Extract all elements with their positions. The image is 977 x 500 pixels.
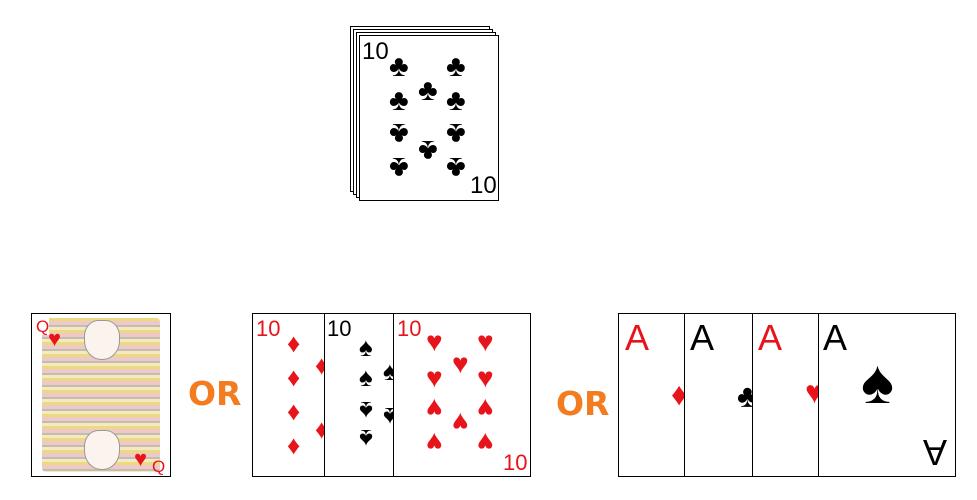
card-rank: 10 [327, 316, 352, 341]
heart-icon: ♥ [477, 326, 494, 357]
heart-icon: ♥ [477, 393, 494, 424]
card-rank-bottom: 10 [470, 172, 497, 199]
club-icon: ♣ [446, 50, 466, 83]
heart-icon: ♥ [477, 427, 494, 458]
card-edge [818, 314, 819, 476]
card-rank: A [625, 317, 650, 358]
card-rank: 10 [362, 38, 389, 65]
club-icon: ♣ [418, 74, 438, 107]
diamond-icon: ♦ [671, 376, 688, 412]
card-ten-of-spades[interactable]: 10 ♠ ♠ ♠ ♠ ♠ ♠ [325, 314, 397, 476]
heart-icon: ♥ [48, 326, 62, 351]
queen-face-bottom [84, 430, 120, 470]
heart-icon: ♥ [477, 362, 494, 393]
club-icon: ♣ [418, 134, 438, 167]
card-edge [752, 314, 753, 476]
club-icon: ♣ [389, 117, 409, 150]
heart-icon: ♥ [134, 446, 148, 471]
spade-icon: ♠ [359, 332, 373, 362]
club-icon: ♣ [389, 50, 409, 83]
card-edge [393, 314, 394, 476]
card-ten-of-hearts[interactable]: 10 ♥ ♥ ♥ ♥ ♥ ♥ ♥ ♥ ♥ ♥ 10 [394, 314, 530, 476]
club-icon: ♣ [389, 151, 409, 184]
diamond-icon: ♦ [287, 328, 301, 358]
card-rank-bottom: A [923, 432, 948, 473]
three-tens-fan[interactable]: 10 ♦ ♦ ♦ ♦ ♦ ♦ 10 ♠ ♠ ♠ ♠ ♠ ♠ 10 ♥ ♥ ♥ ♥… [252, 313, 531, 477]
deck-top-card-ten-of-clubs[interactable]: 10 ♣ ♣ ♣ ♣ ♣ ♣ ♣ ♣ ♣ ♣ 10 [359, 35, 499, 201]
card-rank: A [690, 317, 715, 358]
card-ace-of-hearts[interactable]: A ♥ [753, 314, 824, 476]
card-edge [684, 314, 685, 476]
diamond-icon: ♦ [287, 430, 301, 460]
heart-icon: ♥ [452, 407, 469, 438]
club-icon: ♣ [446, 151, 466, 184]
card-queen-of-hearts[interactable]: Q ♥ ♥ Q [31, 313, 171, 477]
four-aces-fan[interactable]: A ♦ A ♣ A ♥ A ♠ A [618, 313, 956, 477]
card-rank: 10 [397, 316, 422, 341]
spade-icon: ♠ [359, 424, 373, 454]
card-ace-of-clubs[interactable]: A ♣ [685, 314, 758, 476]
heart-icon: ♥ [426, 326, 443, 357]
club-icon: ♣ [446, 84, 466, 117]
card-edge [324, 314, 325, 476]
or-separator-1: OR [188, 374, 242, 413]
card-rank-bottom: Q [152, 457, 166, 476]
card-ten-of-diamonds[interactable]: 10 ♦ ♦ ♦ ♦ ♦ ♦ [253, 314, 328, 476]
card-rank: Q [36, 317, 50, 336]
card-ace-of-spades[interactable]: A ♠ A [819, 314, 955, 476]
spade-icon: ♠ [359, 362, 373, 392]
spade-icon: ♠ [861, 348, 894, 417]
heart-icon: ♥ [426, 393, 443, 424]
club-icon: ♣ [389, 84, 409, 117]
heart-icon: ♥ [452, 348, 469, 379]
card-ace-of-diamonds[interactable]: A ♦ [619, 314, 688, 476]
card-rank-bottom: 10 [503, 450, 528, 475]
card-rank: 10 [256, 316, 281, 341]
spade-icon: ♠ [359, 396, 373, 426]
card-rank: A [823, 317, 848, 358]
card-rank: A [758, 317, 783, 358]
diamond-icon: ♦ [287, 362, 301, 392]
diamond-icon: ♦ [287, 396, 301, 426]
club-icon: ♣ [446, 117, 466, 150]
heart-icon: ♥ [426, 427, 443, 458]
heart-icon: ♥ [426, 362, 443, 393]
queen-face-top [84, 320, 120, 360]
or-separator-2: OR [556, 384, 610, 423]
